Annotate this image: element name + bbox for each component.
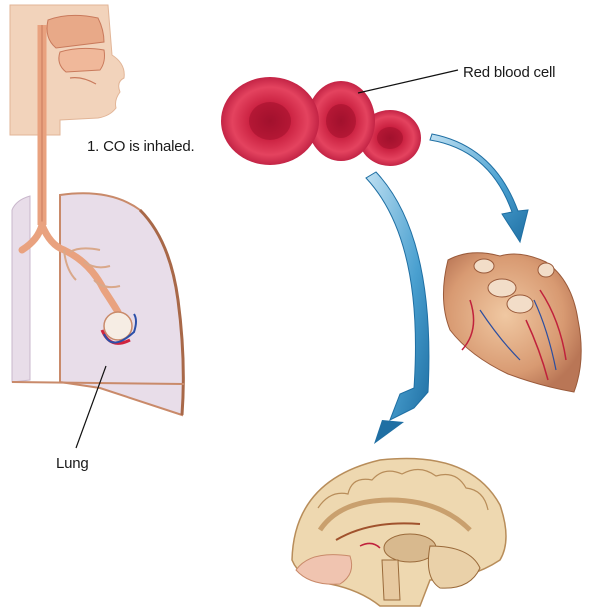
red-blood-cells bbox=[221, 70, 458, 166]
lung-illustration bbox=[12, 193, 184, 448]
label-co-inhaled: 1. CO is inhaled. bbox=[87, 138, 195, 155]
brain-illustration bbox=[292, 458, 506, 606]
label-red-blood-cell: Red blood cell bbox=[463, 64, 555, 81]
heart-illustration bbox=[443, 253, 581, 392]
head-airway bbox=[10, 5, 124, 225]
arrow-to-heart bbox=[430, 134, 528, 242]
label-lung: Lung bbox=[56, 455, 89, 472]
arrow-to-brain bbox=[366, 172, 429, 444]
